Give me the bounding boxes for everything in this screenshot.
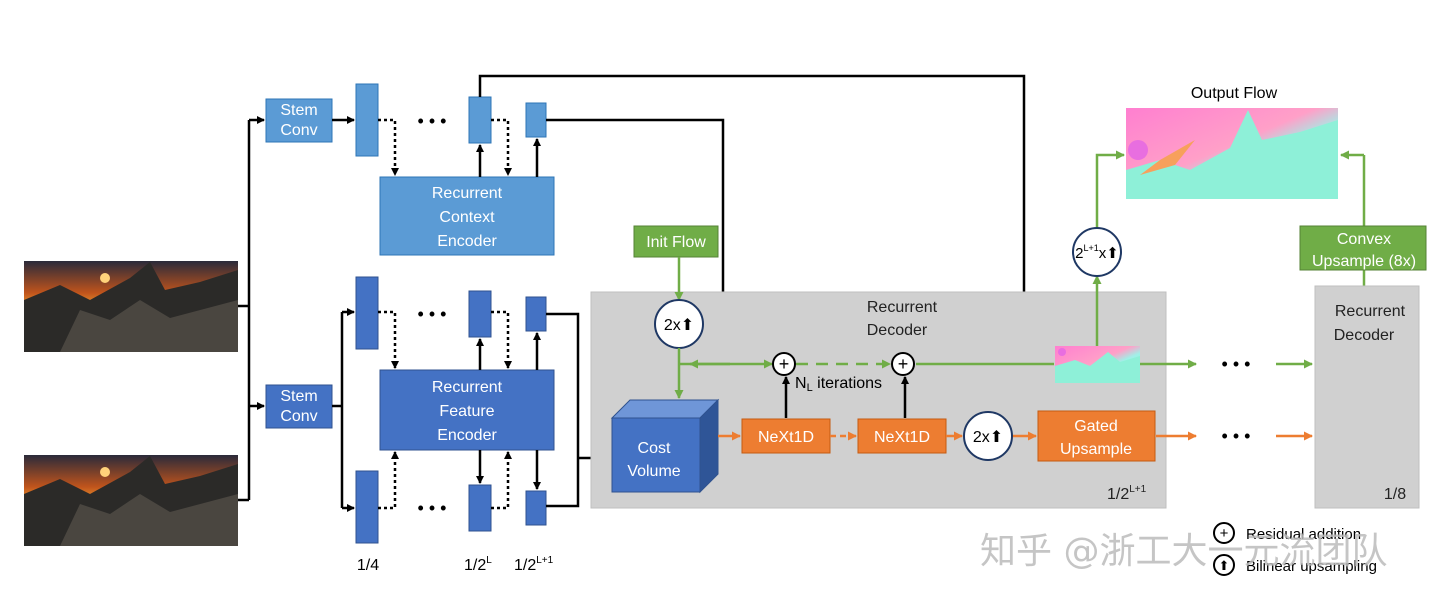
scale-label-1-2L: 1/2L [464,555,492,574]
feature-upper-1-2L1 [525,296,547,332]
recurrent-context-encoder [379,176,555,256]
plus-sign-1: + [779,354,790,374]
upsample-power-circle [1072,227,1122,277]
stem-conv-top [265,98,333,143]
context-encoder-label-2: Context [439,209,495,226]
svg-text:⬆: ⬆ [1219,558,1230,573]
feature-arrows [378,310,613,510]
gated-upsample-block [1037,410,1156,462]
upsample-2x-decoder-circle [963,411,1013,461]
next1d-block-1 [741,418,831,454]
stem-conv-bottom-label-1: Stem [280,388,317,405]
decoder-scale: 1/2L+1 [1107,484,1147,503]
ellipsis-feature-upper: • • • [418,304,447,324]
upsample-power-label: 2L+1x⬆ [1075,243,1119,262]
final-decoder-title-1: Recurrent [1335,303,1406,320]
feature-upper-1-2L [468,290,492,338]
next1d-label-1: NeXt1D [758,429,814,446]
watermark: 知乎 @浙工大一元流团队 [980,531,1387,572]
stem-conv-bottom-label-2: Conv [280,408,317,425]
final-recurrent-decoder [1314,285,1420,509]
upsample-2x-label: 2x⬆ [664,317,694,334]
legend-upsample-icon [1213,554,1235,576]
convex-upsample-label-1: Convex [1337,231,1391,248]
decoder-title-1: Recurrent [867,299,938,316]
legend: + Residual addition ⬆ Bilinear upsamplin… [1213,522,1377,576]
legend-plus-icon [1213,522,1235,544]
output-flow-title: Output Flow [1191,85,1278,102]
upsample-2x-decoder-label: 2x⬆ [973,429,1003,446]
decoder-title-2: Decoder [867,322,928,339]
feature-encoder-label-2: Feature [439,403,494,420]
final-decoder-scale: 1/8 [1384,486,1406,503]
next1d-label-2: NeXt1D [874,429,930,446]
scale-label-1-2L1: 1/2L+1 [514,555,554,574]
output-flow-image [1126,108,1338,199]
context-encoder-label-3: Encoder [437,233,497,250]
input-image-left [24,261,238,352]
scale-label-1-4: 1/4 [357,557,379,574]
context-feature-1-4 [355,83,379,157]
convex-upsample-label-2: Upsample (8x) [1312,253,1416,270]
plus-sign-2: + [898,354,909,374]
cost-volume-label-2: Volume [627,463,680,480]
input-links [238,116,265,502]
residual-arrows [782,376,909,418]
feature-lower-1-2L [468,484,492,532]
context-feature-1-2L [468,96,492,144]
ellipsis-context: • • • [418,111,447,131]
stem-conv-top-label-1: Stem [280,102,317,119]
cost-volume-label-1: Cost [638,440,671,457]
input-image-right [24,455,238,546]
context-feature-1-2L1 [525,102,547,138]
residual-add-1 [772,352,796,376]
context-arrows [378,118,541,177]
feature-lower-1-4 [355,470,379,544]
feature-encoder-label-1: Recurrent [432,379,503,396]
final-decoder-title-2: Decoder [1334,327,1395,344]
svg-text:+: + [1220,525,1229,542]
recurrent-feature-encoder [379,369,555,451]
residual-add-2 [891,352,915,376]
init-flow-box [633,225,719,258]
init-flow-label: Init Flow [646,234,706,251]
ellipsis-flow: • • • [1222,354,1251,374]
output-flow-links [1092,150,1366,346]
ellipsis-hidden: • • • [1222,426,1251,446]
ellipsis-feature-lower: • • • [418,498,447,518]
context-encoder-label-1: Recurrent [432,185,503,202]
stem-conv-bottom [265,384,333,429]
feature-upper-1-4 [355,276,379,350]
iterations-label: NL iterations [795,375,882,394]
stem-links [332,116,355,512]
feature-lower-1-2L1 [525,490,547,526]
cost-volume [610,398,720,494]
intermediate-flow-image [1055,346,1140,383]
legend-residual-label: Residual addition [1246,526,1361,543]
stem-conv-top-label-2: Conv [280,122,317,139]
flow-lines [674,348,1313,399]
legend-bilinear-label: Bilinear upsampling [1246,558,1377,575]
gated-upsample-label-2: Upsample [1060,441,1132,458]
convex-upsample-block [1299,225,1427,271]
feature-encoder-label-3: Encoder [437,427,497,444]
gated-upsample-label-1: Gated [1074,418,1118,435]
